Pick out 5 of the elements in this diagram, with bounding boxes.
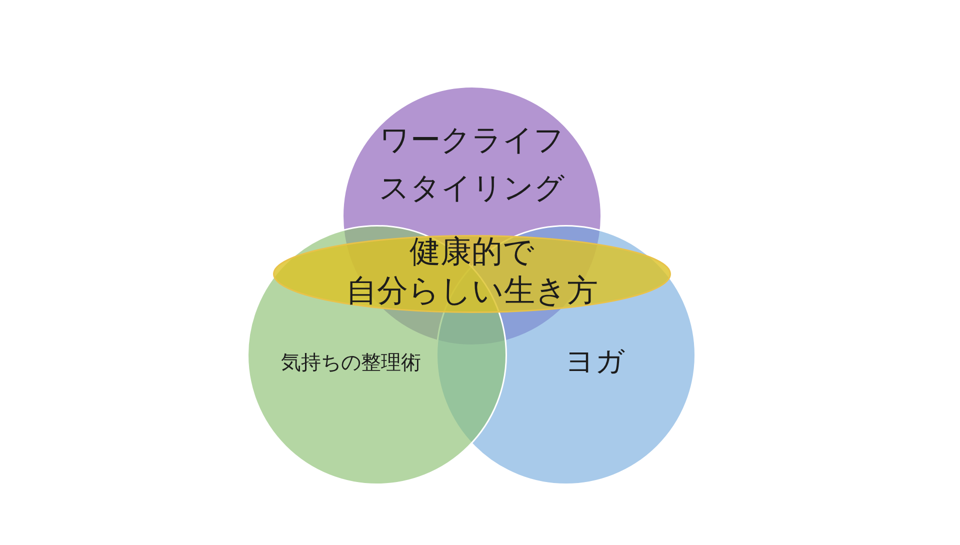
center-ellipse (273, 235, 671, 313)
circle-label: 気持ちの整理術 (281, 350, 421, 374)
circle-label: ワークライフスタイリング (378, 122, 566, 208)
circle-label: ヨガ (565, 344, 625, 378)
ellipse-label: 健康的で自分らしい生き方 (344, 233, 599, 311)
